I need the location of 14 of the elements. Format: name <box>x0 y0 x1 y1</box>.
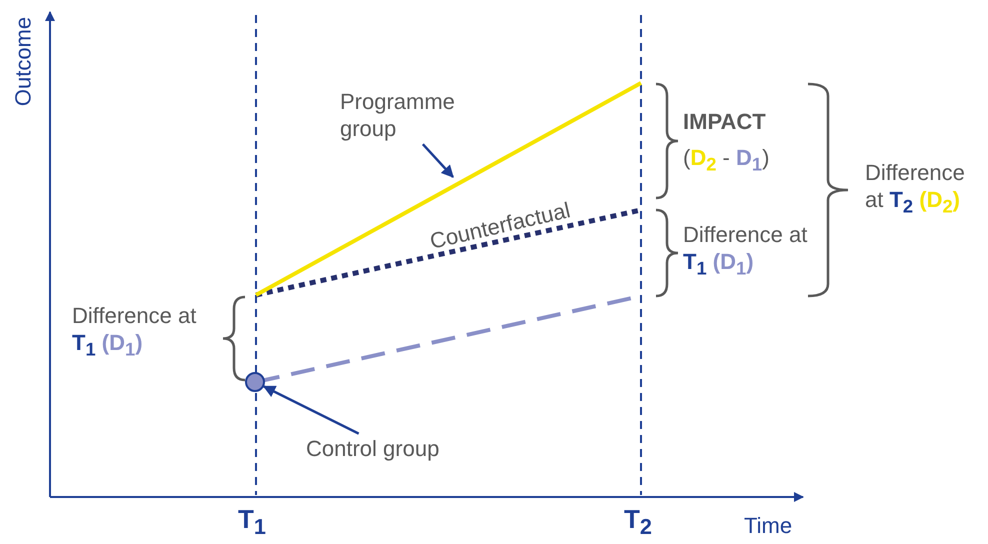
tick-label: T$_{2}$ <box>624 506 653 540</box>
tick-label: T$_{1}$ <box>238 506 267 540</box>
leader-arrow <box>262 385 360 435</box>
line-label: Control group <box>306 435 471 462</box>
formula-label: (D$_{2}$ - D$_{1}$) <box>683 144 770 176</box>
difference-label: Difference at T$_{1}$ (D$_{1}$) <box>72 302 198 362</box>
axis-title: Time <box>744 512 794 539</box>
axis-title: Outcome <box>10 16 36 106</box>
impact-label: IMPACT <box>683 108 767 135</box>
difference-label: Difference at T$_{2}$ (D$_{2}$) <box>865 159 966 218</box>
data-point-marker <box>245 372 265 392</box>
line-label: Programme group <box>340 88 452 142</box>
leader-arrow <box>422 143 454 178</box>
difference-label: Difference at T$_{1}$ (D$_{1}$) <box>683 221 808 280</box>
